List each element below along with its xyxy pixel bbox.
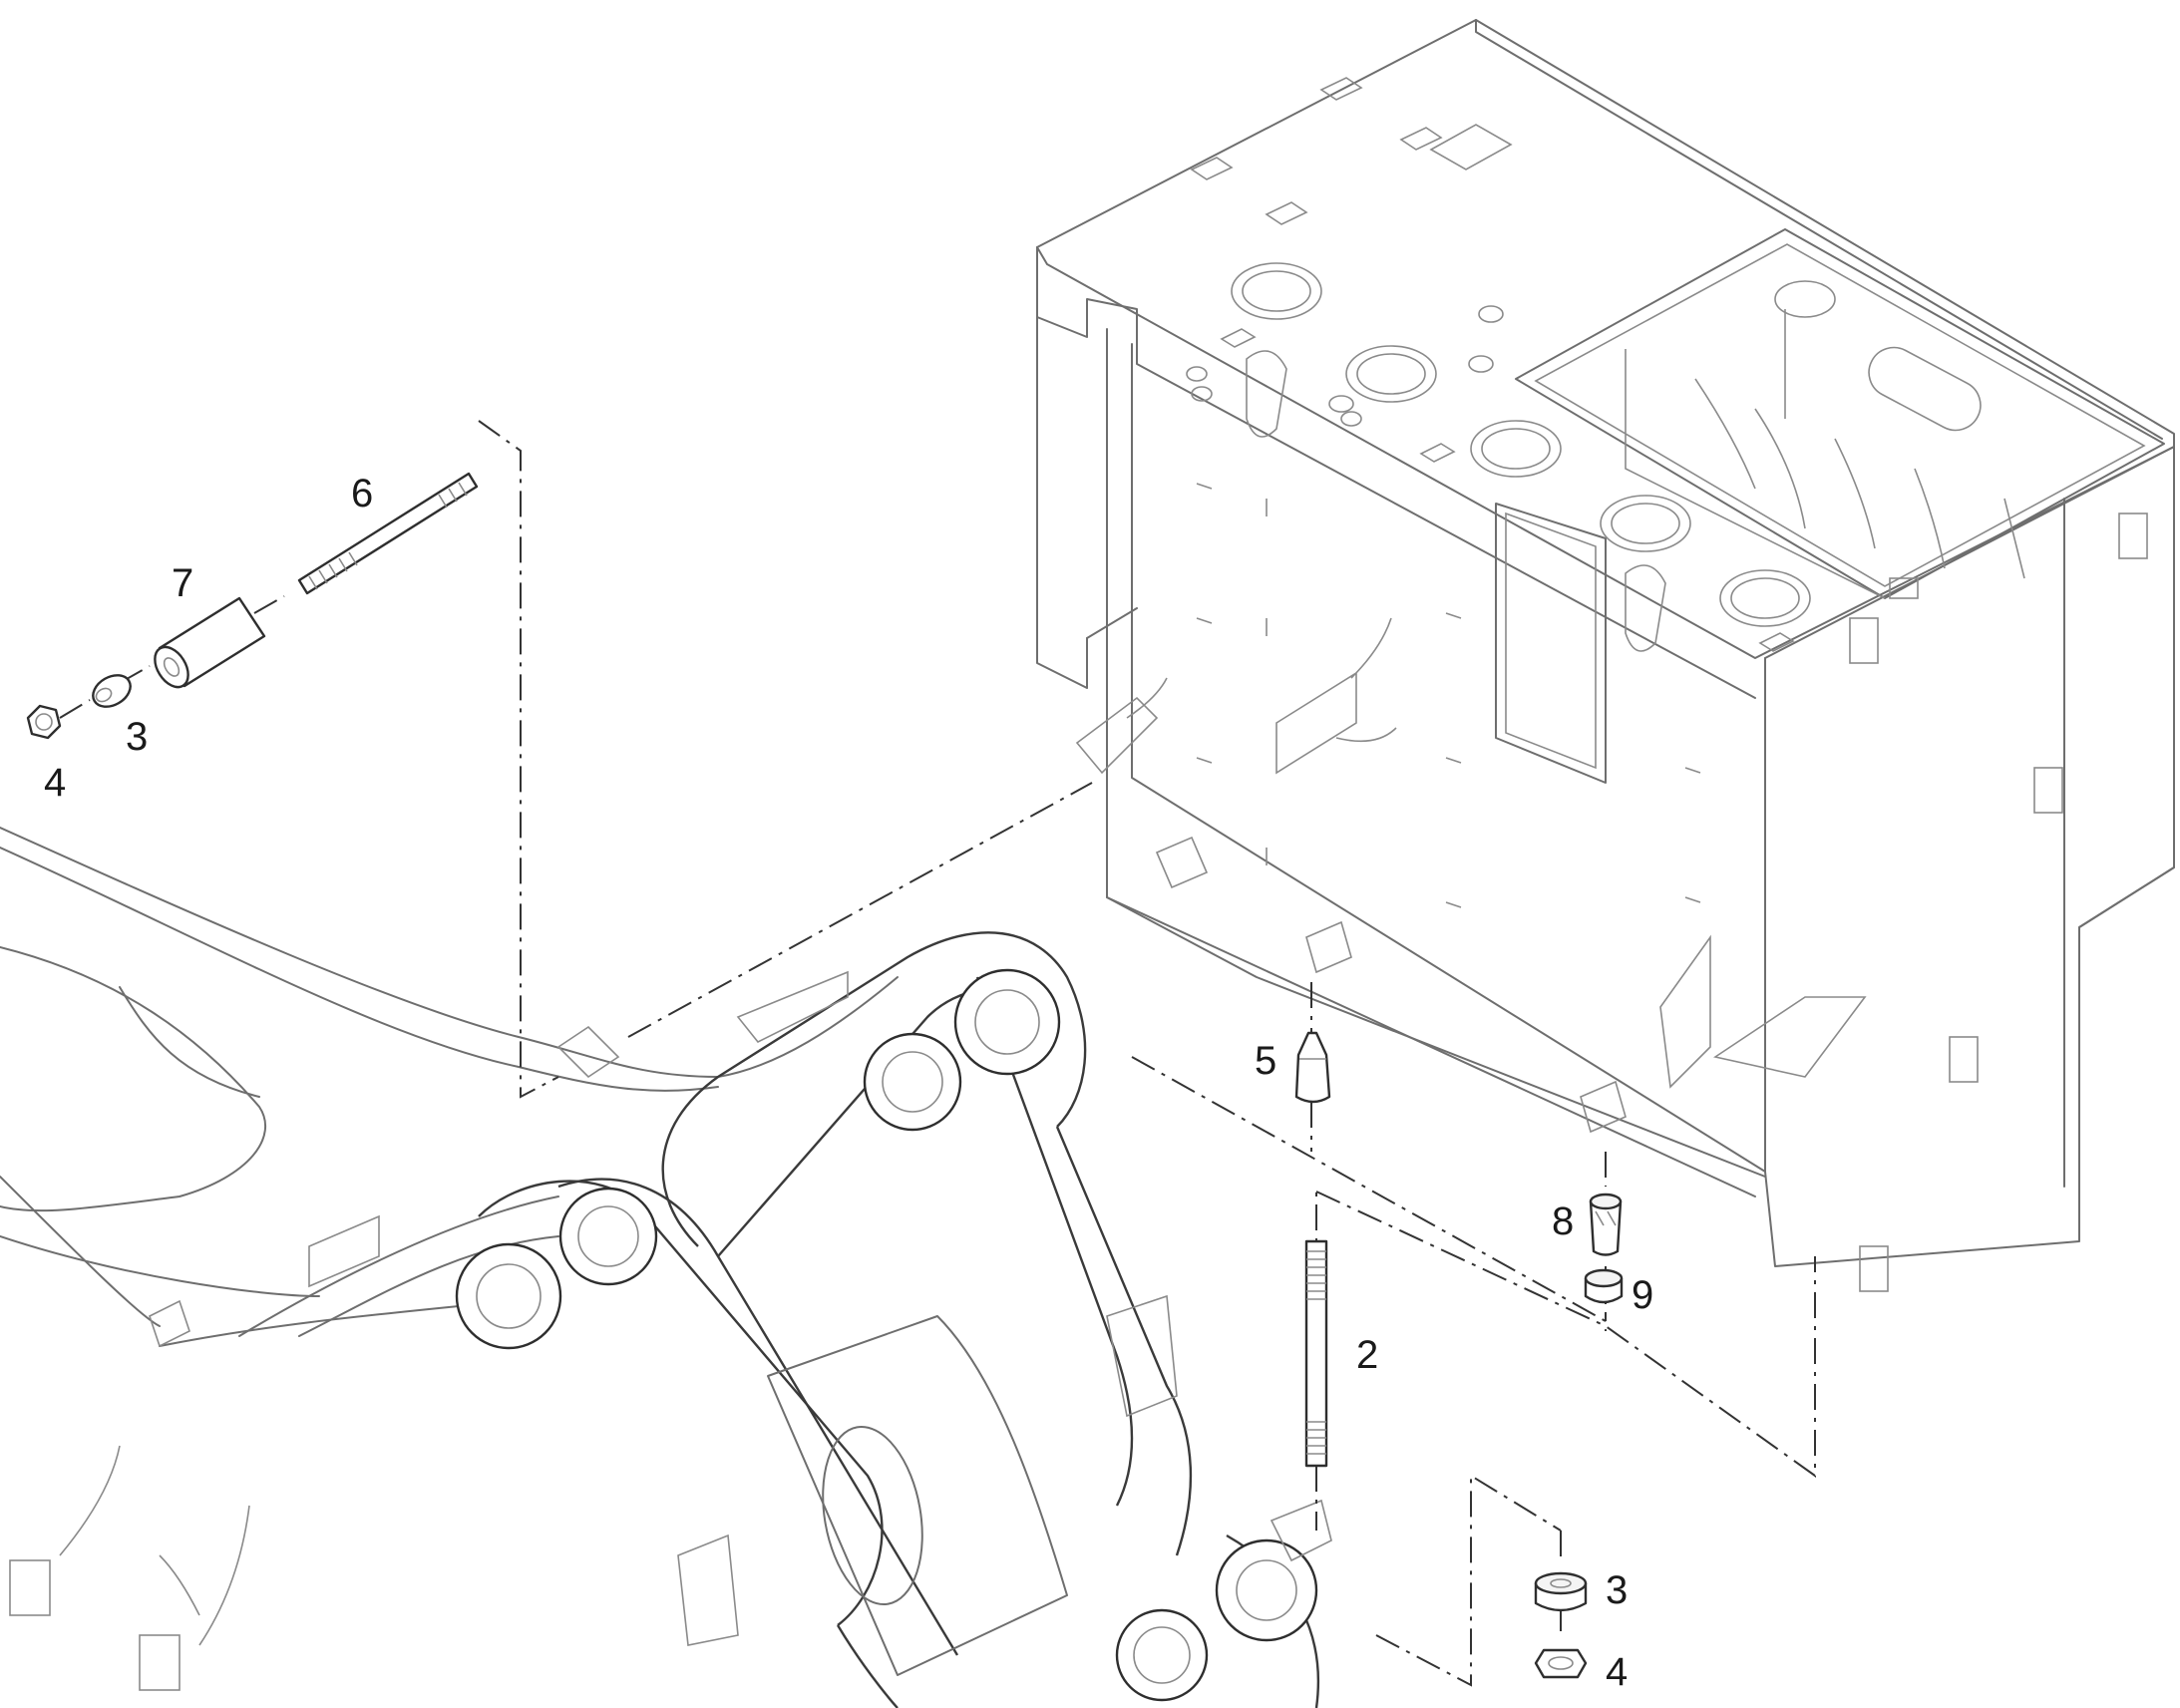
- washer-part-9: [1584, 1268, 1624, 1304]
- callout-8: 8: [1552, 1199, 1574, 1243]
- front-frame: [0, 827, 1332, 1708]
- callout-4-upper: 4: [44, 761, 66, 805]
- callout-5: 5: [1255, 1039, 1276, 1083]
- sleeve-part-8: [1589, 1193, 1623, 1256]
- spacer-sleeve-part-7: [154, 596, 266, 689]
- rear-frame: [1036, 19, 2175, 1292]
- callout-2: 2: [1356, 1333, 1378, 1377]
- long-stud-part-2: [1304, 1239, 1328, 1468]
- stud-part-6: [297, 472, 479, 595]
- nut-part-4-lower: [1534, 1648, 1588, 1679]
- callout-6: 6: [351, 472, 373, 515]
- locating-pin-part-5: [1294, 1031, 1331, 1104]
- callout-9: 9: [1632, 1273, 1653, 1317]
- washer-part-3-lower: [1534, 1571, 1588, 1612]
- nut-part-4-upper: [26, 704, 62, 740]
- callout-3-lower: 3: [1606, 1568, 1628, 1612]
- washer-part-3-upper: [92, 674, 132, 708]
- callouts: 6 7 3 4 5 2 8 9 3 4: [44, 472, 1653, 1694]
- callout-7: 7: [172, 561, 193, 605]
- callout-4-lower: 4: [1606, 1650, 1628, 1694]
- callout-3-upper: 3: [126, 715, 148, 759]
